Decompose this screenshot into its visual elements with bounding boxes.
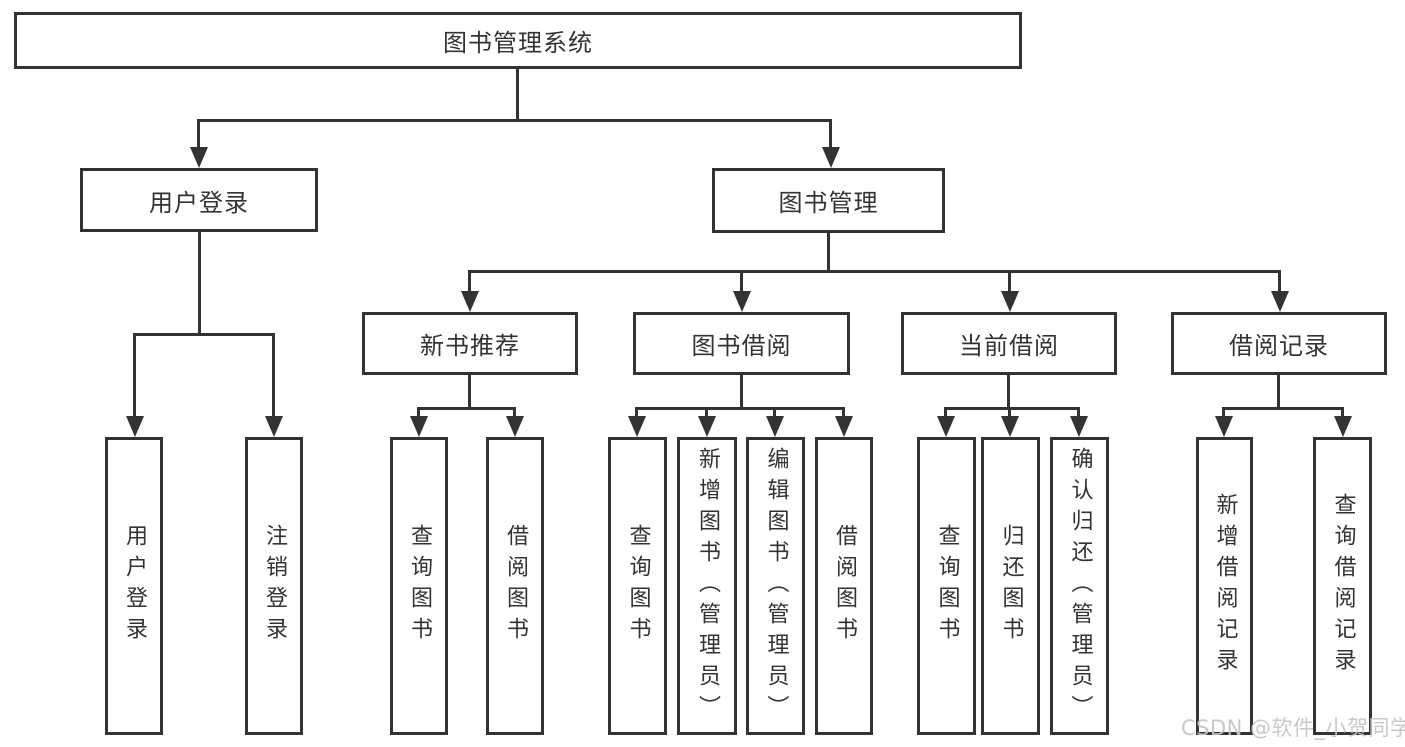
connector-line (1222, 407, 1225, 418)
arrow-down-icon (126, 416, 144, 437)
node-book-borrow-label: 图书借阅 (691, 332, 792, 360)
connector-line (829, 119, 832, 149)
connector-line (1222, 407, 1344, 410)
arrow-down-icon (1001, 416, 1019, 437)
connector-line (827, 233, 830, 273)
arrow-down-icon (1271, 291, 1289, 312)
node-user-login-label: 用户登录 (149, 188, 249, 217)
connector-line (272, 333, 275, 418)
leaf-borrow-book-2: 借阅图书 (815, 437, 873, 735)
node-new-book-recommend-label: 新书推荐 (420, 332, 520, 360)
connector-line (842, 407, 845, 418)
leaf-query-book-3-label: 查询图书 (934, 524, 960, 648)
arrow-down-icon (410, 416, 428, 437)
watermark-text: CSDN @软件_小贺同学 (1181, 716, 1405, 740)
arrow-down-icon (766, 416, 784, 437)
arrow-down-icon (1215, 416, 1233, 437)
connector-line (516, 69, 519, 122)
arrow-down-icon (1070, 416, 1088, 437)
connector-line (1008, 407, 1011, 418)
leaf-query-borrow-record: 查询借阅记录 (1313, 437, 1372, 735)
leaf-add-book-admin: 新增图书（管理员） (677, 437, 737, 735)
arrow-down-icon (1334, 416, 1352, 437)
arrow-down-icon (461, 291, 479, 312)
connector-line (133, 333, 275, 336)
leaf-edit-book-admin-label: 编辑图书（管理员） (763, 446, 789, 726)
connector-line (1278, 270, 1281, 293)
node-user-login: 用户登录 (80, 168, 318, 232)
leaf-query-book-1: 查询图书 (390, 437, 448, 735)
connector-line (635, 407, 845, 410)
connector-line (740, 270, 743, 293)
node-root: 图书管理系统 (14, 12, 1022, 69)
arrow-down-icon (628, 416, 646, 437)
leaf-query-book-3: 查询图书 (917, 437, 976, 735)
connector-line (197, 119, 832, 122)
connector-line (468, 270, 1281, 273)
arrow-down-icon (698, 416, 716, 437)
node-book-management: 图书管理 (712, 168, 945, 233)
node-borrow-record-label: 借阅记录 (1229, 332, 1329, 360)
connector-line (513, 407, 516, 418)
connector-line (417, 407, 420, 418)
leaf-logout: 注销登录 (245, 437, 303, 735)
node-book-borrow: 图书借阅 (633, 312, 850, 375)
arrow-down-icon (733, 291, 751, 312)
arrow-down-icon (190, 147, 208, 168)
arrow-down-icon (265, 416, 283, 437)
connector-line (1277, 375, 1280, 410)
leaf-logout-label: 注销登录 (262, 524, 287, 648)
leaf-query-book-2: 查询图书 (608, 437, 667, 735)
node-current-borrow-label: 当前借阅 (959, 332, 1059, 360)
leaf-borrow-book-1: 借阅图书 (486, 437, 544, 735)
arrow-down-icon (506, 416, 524, 437)
node-book-management-label: 图书管理 (778, 189, 879, 217)
leaf-query-book-2-label: 查询图书 (625, 524, 651, 648)
leaf-add-borrow-record: 新增借阅记录 (1196, 437, 1253, 735)
leaf-confirm-return-admin-label: 确认归还（管理员） (1067, 446, 1093, 726)
arrow-down-icon (937, 416, 955, 437)
node-new-book-recommend: 新书推荐 (362, 312, 578, 375)
node-root-label: 图书管理系统 (443, 29, 593, 57)
leaf-add-borrow-record-label: 新增借阅记录 (1212, 493, 1238, 679)
connector-line (1341, 407, 1344, 418)
leaf-borrow-book-1-label: 借阅图书 (503, 524, 528, 648)
leaf-edit-book-admin: 编辑图书（管理员） (746, 437, 805, 735)
connector-line (197, 119, 200, 149)
leaf-borrow-book-2-label: 借阅图书 (832, 524, 857, 648)
node-current-borrow: 当前借阅 (901, 312, 1117, 375)
connector-line (1007, 375, 1010, 410)
connector-line (635, 407, 638, 418)
connector-line (740, 375, 743, 410)
connector-line (133, 333, 136, 418)
arrow-down-icon (1001, 291, 1019, 312)
leaf-return-book-label: 归还图书 (998, 524, 1024, 648)
connector-line (198, 232, 201, 336)
connector-line (773, 407, 776, 418)
connector-line (944, 407, 1080, 410)
leaf-user-login-label: 用户登录 (122, 524, 147, 648)
connector-line (705, 407, 708, 418)
leaf-return-book: 归还图书 (981, 437, 1040, 735)
connector-line (468, 270, 471, 293)
node-borrow-record: 借阅记录 (1171, 312, 1387, 375)
leaf-user-login: 用户登录 (105, 437, 163, 735)
connector-line (1077, 407, 1080, 418)
leaf-confirm-return-admin: 确认归还（管理员） (1050, 437, 1109, 735)
leaf-query-borrow-record-label: 查询借阅记录 (1330, 493, 1356, 679)
arrow-down-icon (822, 147, 840, 168)
connector-line (468, 375, 471, 410)
leaf-add-book-admin-label: 新增图书（管理员） (695, 446, 720, 726)
leaf-query-book-1-label: 查询图书 (407, 524, 432, 648)
arrow-down-icon (835, 416, 853, 437)
connector-line (1008, 270, 1011, 293)
connector-line (944, 407, 947, 418)
connector-line (417, 407, 516, 410)
